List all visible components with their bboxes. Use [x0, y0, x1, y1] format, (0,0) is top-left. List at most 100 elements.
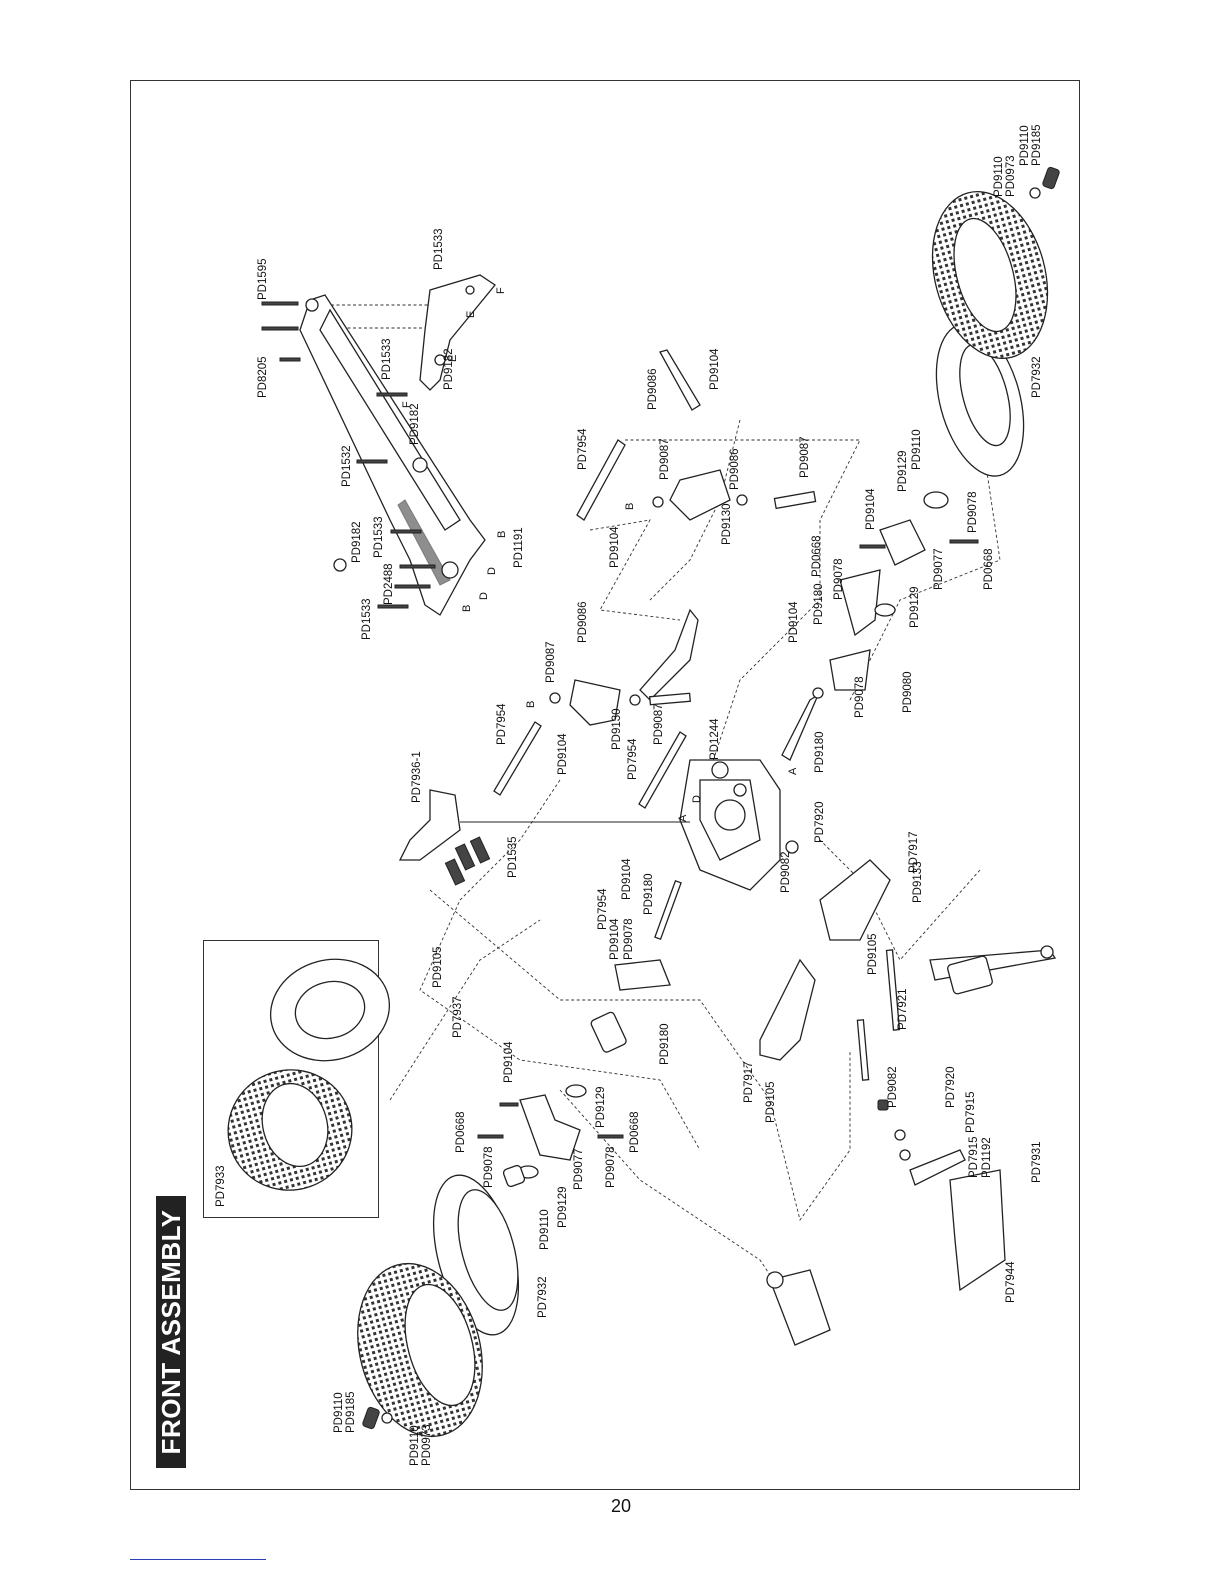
part-labels-top-hinge: PD1595 PD8205 PD1533 PD9182 PD1533 PD918…	[257, 228, 525, 640]
arrow-label: F	[495, 287, 507, 294]
arrow-label: D	[691, 795, 703, 803]
page-number: 20	[610, 1496, 632, 1516]
inset-box	[203, 940, 379, 1218]
title-bar	[156, 1196, 186, 1468]
part-label: PD1533	[433, 228, 445, 270]
part-label: PD7954	[627, 738, 639, 780]
part-label: PD9182	[409, 403, 421, 445]
part-label: PD9180	[814, 731, 826, 773]
part-label: PD2488	[383, 563, 395, 605]
part-label: PD1533	[373, 516, 385, 558]
part-label: PD8205	[257, 356, 269, 398]
part-label: PD9110	[539, 1209, 551, 1250]
part-label: PD9180	[643, 873, 655, 915]
part-label: PD9078	[483, 1146, 495, 1188]
part-labels-left-wheel: PD9104 PD0668 PD9078 PD9129 PD9077 PD907…	[333, 1041, 641, 1466]
part-label: PD0668	[629, 1111, 641, 1153]
part-label: PD9105	[765, 1081, 777, 1123]
part-label: PD7944	[1005, 1261, 1017, 1303]
part-label: PD7920	[945, 1066, 957, 1108]
part-label: PD7937	[452, 996, 464, 1038]
footer-rule	[130, 1559, 266, 1560]
part-label: PD9104	[621, 858, 633, 900]
part-label: PD9130	[721, 503, 733, 545]
part-label: PD7932	[537, 1276, 549, 1318]
part-label: PD9110	[409, 1425, 421, 1466]
part-label: PD9087	[799, 436, 811, 478]
inset-part-label: PD7933	[215, 1165, 227, 1207]
part-label: PD9129	[897, 450, 909, 492]
part-label: PD9180	[813, 583, 825, 625]
part-label: PD9180	[659, 1023, 671, 1065]
part-label: PD7931	[1031, 1141, 1043, 1183]
part-label: PD7936-1	[411, 751, 423, 803]
part-label: PD9104	[865, 488, 877, 530]
part-label: PD9077	[573, 1148, 585, 1190]
part-label: PD9078	[967, 491, 979, 533]
left-wheel-assembly	[357, 1084, 624, 1438]
part-label: PD9077	[933, 548, 945, 590]
part-label: PD1533	[381, 338, 393, 380]
part-labels-center: PD9087 PD9086 PD9104 PD9078 PD9080 PD795…	[411, 601, 1043, 1303]
alignment-markers: F E E F B D D B B B A D A	[401, 287, 799, 822]
part-label: PD9086	[729, 448, 741, 490]
part-label: PD9087	[659, 438, 671, 480]
part-label: PD0668	[983, 548, 995, 590]
part-label: PD9129	[557, 1186, 569, 1228]
part-label: PD0973	[421, 1424, 433, 1466]
arrow-label: D	[478, 592, 490, 600]
part-label: PD9182	[443, 348, 455, 390]
part-label: PD1191	[513, 527, 525, 568]
part-label: PD9087	[545, 641, 557, 683]
part-label: PD9104	[557, 733, 569, 775]
part-label: PD0973	[1005, 155, 1017, 197]
lower-assembly	[590, 859, 1057, 1346]
part-label: PD7921	[897, 988, 909, 1030]
part-label: PD9185	[1031, 124, 1043, 166]
bulkhead-assembly	[398, 687, 824, 891]
arrow-label: B	[624, 503, 636, 510]
part-label: PD9087	[653, 703, 665, 745]
part-label: PD9082	[780, 851, 792, 893]
arrow-label: E	[465, 311, 477, 318]
part-label: PD9110	[333, 1392, 345, 1433]
part-label: PD1192	[981, 1137, 993, 1178]
part-label: PD9078	[605, 1146, 617, 1188]
part-label: PD9078	[854, 676, 866, 718]
guide-lines	[320, 289, 1001, 1321]
part-label: PD7917	[743, 1061, 755, 1103]
part-label: PD9078	[623, 918, 635, 960]
arrow-label: B	[496, 531, 508, 538]
part-label: PD9110	[911, 429, 923, 470]
part-label: PD9129	[909, 586, 921, 628]
part-label: PD9133	[912, 861, 924, 903]
part-label: PD9110	[1019, 125, 1031, 166]
inset-tire	[227, 958, 391, 1191]
part-label: PD0668	[811, 535, 823, 577]
part-label: PD9105	[867, 933, 879, 975]
part-label: PD9078	[833, 558, 845, 600]
arrow-label: D	[486, 567, 498, 575]
part-label: PD7920	[814, 801, 826, 843]
part-label: PD9104	[709, 348, 721, 390]
part-label: PD1595	[257, 258, 269, 300]
part-label: PD0668	[455, 1111, 467, 1153]
part-label: PD7915	[968, 1136, 980, 1178]
part-label: PD9086	[647, 368, 659, 410]
top-hinge-assembly	[261, 274, 496, 616]
part-label: PD9086	[577, 601, 589, 643]
arrow-label: B	[525, 701, 537, 708]
part-label: PD1533	[361, 598, 373, 640]
part-label: PD7954	[577, 428, 589, 470]
part-label: PD7915	[965, 1091, 977, 1133]
arrow-label: E	[447, 355, 459, 362]
arrow-label: B	[461, 605, 473, 612]
part-label: PD1244	[709, 718, 721, 760]
part-label: PD9104	[609, 526, 621, 568]
part-label: PD9104	[788, 601, 800, 643]
part-label: PD9104	[609, 918, 621, 960]
part-label: PD9105	[432, 946, 444, 988]
part-label: PD9130	[611, 708, 623, 750]
right-wheel-assembly	[829, 166, 1060, 691]
